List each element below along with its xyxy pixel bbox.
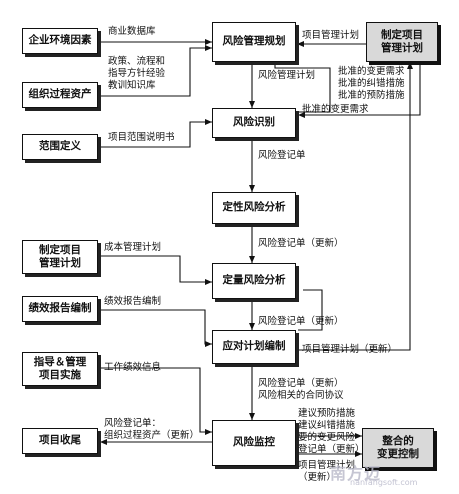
label-close-out: 风险登记单： 组织过程资产（更新）: [104, 418, 200, 442]
side-develop-pm-plan: 制定项目 管理计划: [366, 22, 438, 62]
input-performance-report: 绩效报告编制: [22, 296, 98, 322]
label-policies: 政策、流程和 指导方针经验 教训知识库: [108, 56, 166, 92]
label-commercial-db: 商业数据库: [108, 26, 156, 37]
process-quantitative-analysis: 定量风险分析: [212, 263, 296, 299]
label-cost-plan: 成本管理计划: [104, 242, 162, 253]
label-risk-register-1: 风险登记单: [258, 150, 306, 161]
label-risk-register-4: 风险登记单（更新） 风险相关的合同协议: [258, 378, 344, 402]
label-approved-change-req: 批准的变更需求: [302, 104, 369, 115]
input-scope-definition: 范围定义: [22, 134, 98, 160]
input-develop-pm-plan: 制定项目 管理计划: [22, 240, 98, 274]
process-risk-identification: 风险识别: [212, 108, 296, 138]
process-response-planning: 应对计划编制: [212, 330, 296, 364]
label-pm-plan-top: 项目管理计划: [302, 30, 360, 41]
label-risk-mgmt-plan: 风险管理计划: [258, 70, 316, 81]
label-pm-plan-update2: 项目管理计划 （更新）: [298, 460, 356, 484]
watermark: 南方迈: [330, 464, 382, 483]
input-org-assets: 组织过程资产: [22, 82, 98, 108]
output-close-project: 项目收尾: [22, 428, 98, 454]
label-risk-register-2: 风险登记单（更新）: [258, 238, 344, 249]
label-suggestions: 建议预防措施 建议纠错措施 要的变更风险 登记单（更新）: [298, 408, 365, 456]
label-pm-plan-update: 项目管理计划（更新）: [302, 344, 398, 355]
label-perf-report: 绩效报告编制: [104, 296, 162, 307]
process-risk-planning: 风险管理规划: [212, 22, 296, 62]
label-scope-statement: 项目范围说明书: [108, 132, 175, 143]
process-qualitative-analysis: 定性风险分析: [212, 192, 296, 224]
watermark-url: nanfangsoft.com: [350, 478, 418, 487]
label-approved-changes: 批准的变更需求 批准的纠错措施 批准的预防措施: [338, 66, 405, 102]
side-integrated-change-control: 整合的 变更控制: [362, 428, 434, 468]
process-risk-monitoring: 风险监控: [212, 420, 296, 466]
input-direct-manage: 指导＆管理 项目实施: [22, 352, 98, 386]
input-env-factors: 企业环境因素: [22, 28, 98, 54]
label-risk-register-3: 风险登记单（更新）: [258, 316, 344, 327]
label-work-perf: 工作绩效信息: [104, 362, 162, 373]
